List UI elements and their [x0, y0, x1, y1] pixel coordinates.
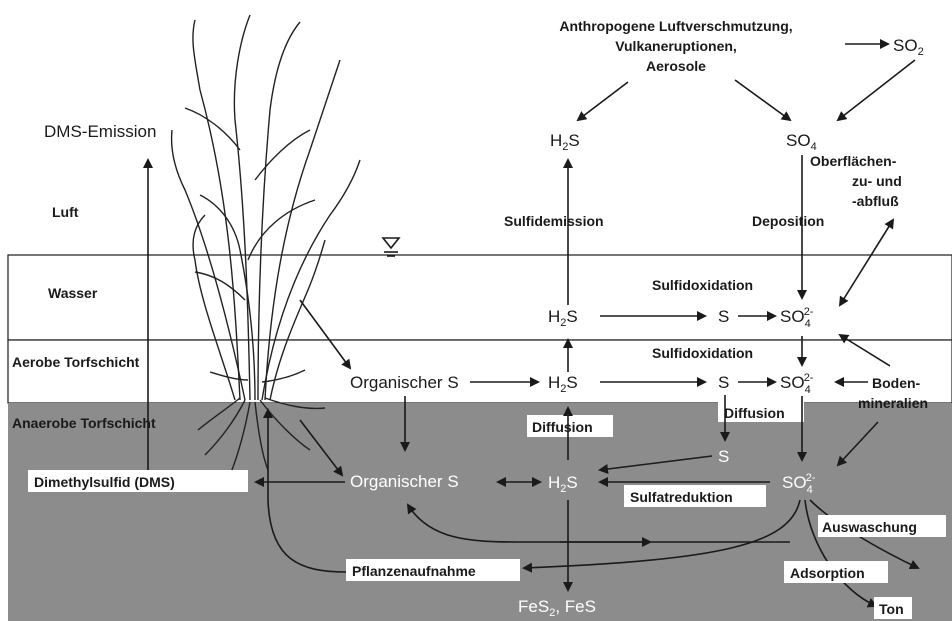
- sources-line2: Vulkaneruptionen,: [615, 38, 737, 54]
- so4-air-label: SO4: [786, 131, 817, 153]
- dms-label: Dimethylsulfid (DMS): [34, 474, 175, 490]
- sources-line3: Aerosole: [646, 58, 706, 74]
- s-anaerobic-label: S: [718, 447, 729, 466]
- surface-flow-line2: zu- und: [852, 173, 902, 189]
- surface-flow-line3: -abfluß: [852, 193, 899, 209]
- so2-label: SO2: [893, 36, 924, 58]
- anaerobic-layer: [8, 403, 952, 621]
- sulfide-emission-label: Sulfidemission: [504, 213, 604, 229]
- layer-label-air: Luft: [52, 204, 79, 220]
- sulfide-oxidation-label-2: Sulfidoxidation: [652, 345, 753, 361]
- fes-label: FeS2, FeS: [518, 597, 596, 619]
- layer-label-aerobic: Aerobe Torfschicht: [12, 354, 140, 370]
- adsorption-label: Adsorption: [790, 565, 865, 581]
- sulfate-reduction-label: Sulfatreduktion: [630, 489, 733, 505]
- arrow-sources-to-so4: [735, 80, 790, 120]
- soil-minerals-line2: mineralien: [858, 395, 928, 411]
- clay-label: Ton: [879, 601, 904, 617]
- sources-line1: Anthropogene Luftverschmutzung,: [559, 18, 792, 34]
- organic-s-anaerobic-label: Organischer S: [350, 472, 459, 491]
- surface-flow-line1: Oberflächen-: [810, 153, 897, 169]
- plant-uptake-label: Pflanzenaufnahme: [352, 563, 476, 579]
- leaching-label: Auswaschung: [822, 519, 917, 535]
- soil-minerals-line1: Boden-: [872, 375, 921, 391]
- arrow-sources-to-h2s: [578, 82, 628, 120]
- s-water-label: S: [718, 307, 729, 326]
- s-aerobic-label: S: [718, 373, 729, 392]
- layer-label-anaerobic: Anaerobe Torfschicht: [12, 415, 156, 431]
- sulfide-oxidation-label-1: Sulfidoxidation: [652, 277, 753, 293]
- layer-label-water: Wasser: [48, 285, 98, 301]
- diffusion-label-1: Diffusion: [532, 419, 593, 435]
- water-level-icon: [383, 238, 399, 256]
- dms-emission-label: DMS-Emission: [44, 122, 156, 141]
- h2s-air-label: H2S: [550, 131, 580, 153]
- diffusion-label-2: Diffusion: [724, 405, 785, 421]
- arrow-so2-to-so4: [838, 60, 915, 120]
- deposition-label: Deposition: [752, 213, 824, 229]
- organic-s-aerobic-label: Organischer S: [350, 373, 459, 392]
